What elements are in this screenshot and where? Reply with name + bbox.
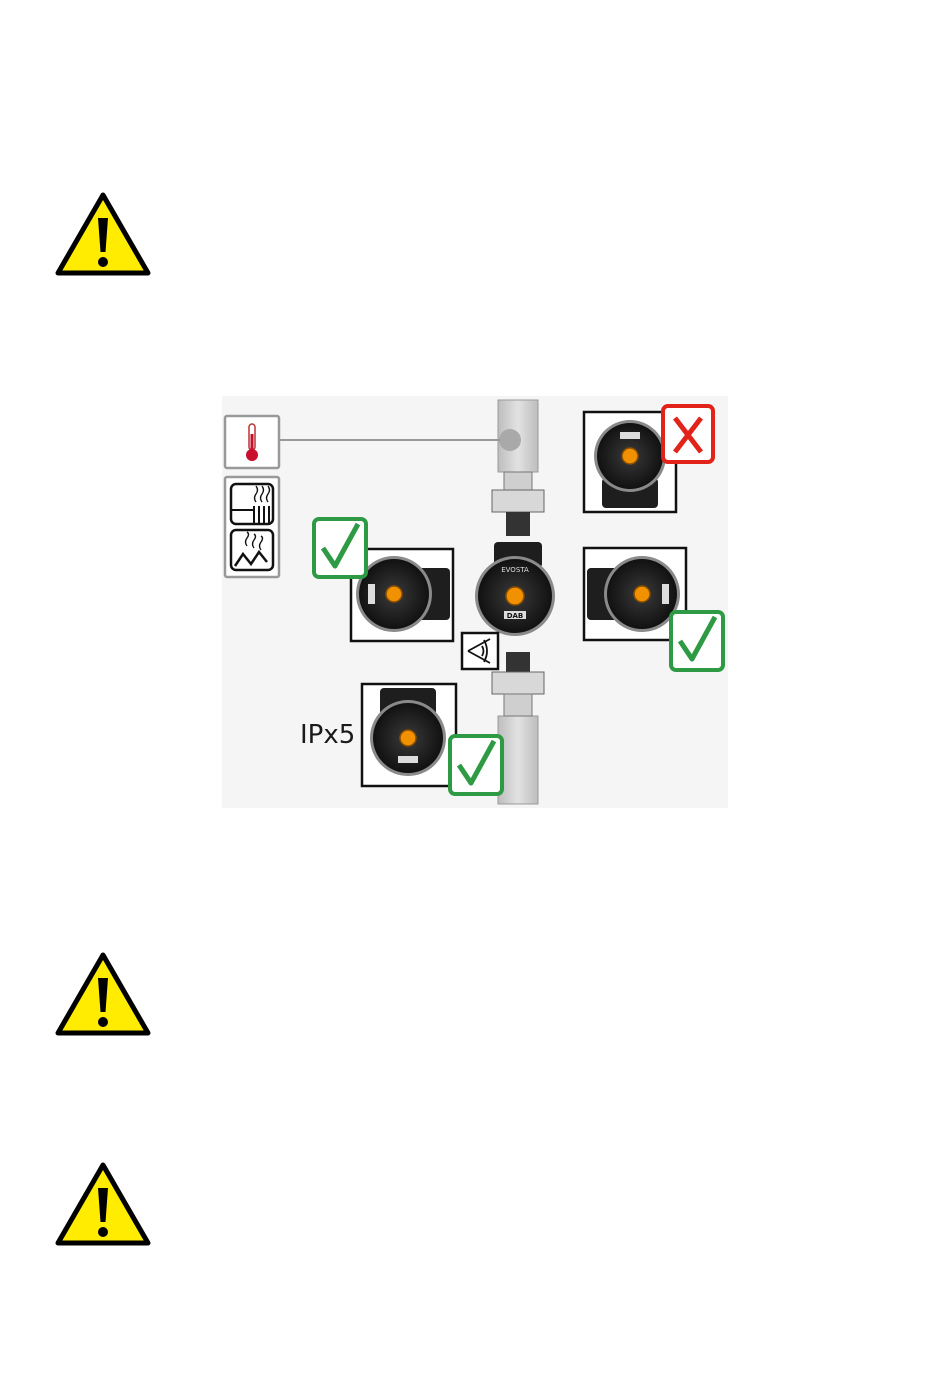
check-icon bbox=[314, 519, 366, 577]
svg-text:EVOSTA: EVOSTA bbox=[501, 566, 529, 574]
warning-icon bbox=[55, 952, 151, 1036]
protection-rating-label: IPx5 bbox=[300, 720, 355, 750]
eye-icon bbox=[462, 633, 498, 669]
pump-installation-diagram: EVOSTA DAB bbox=[222, 396, 728, 808]
warning-icon bbox=[55, 1162, 151, 1246]
radiator-icon bbox=[231, 484, 273, 524]
underfloor-heating-icon bbox=[231, 530, 273, 570]
check-icon bbox=[450, 736, 502, 794]
pump-bottom bbox=[362, 684, 456, 786]
cross-icon bbox=[663, 406, 713, 462]
check-icon bbox=[671, 612, 723, 670]
warning-icon bbox=[55, 192, 151, 276]
thermometer-icon bbox=[225, 416, 279, 468]
svg-text:DAB: DAB bbox=[507, 612, 524, 620]
heating-type-icons bbox=[225, 477, 279, 577]
